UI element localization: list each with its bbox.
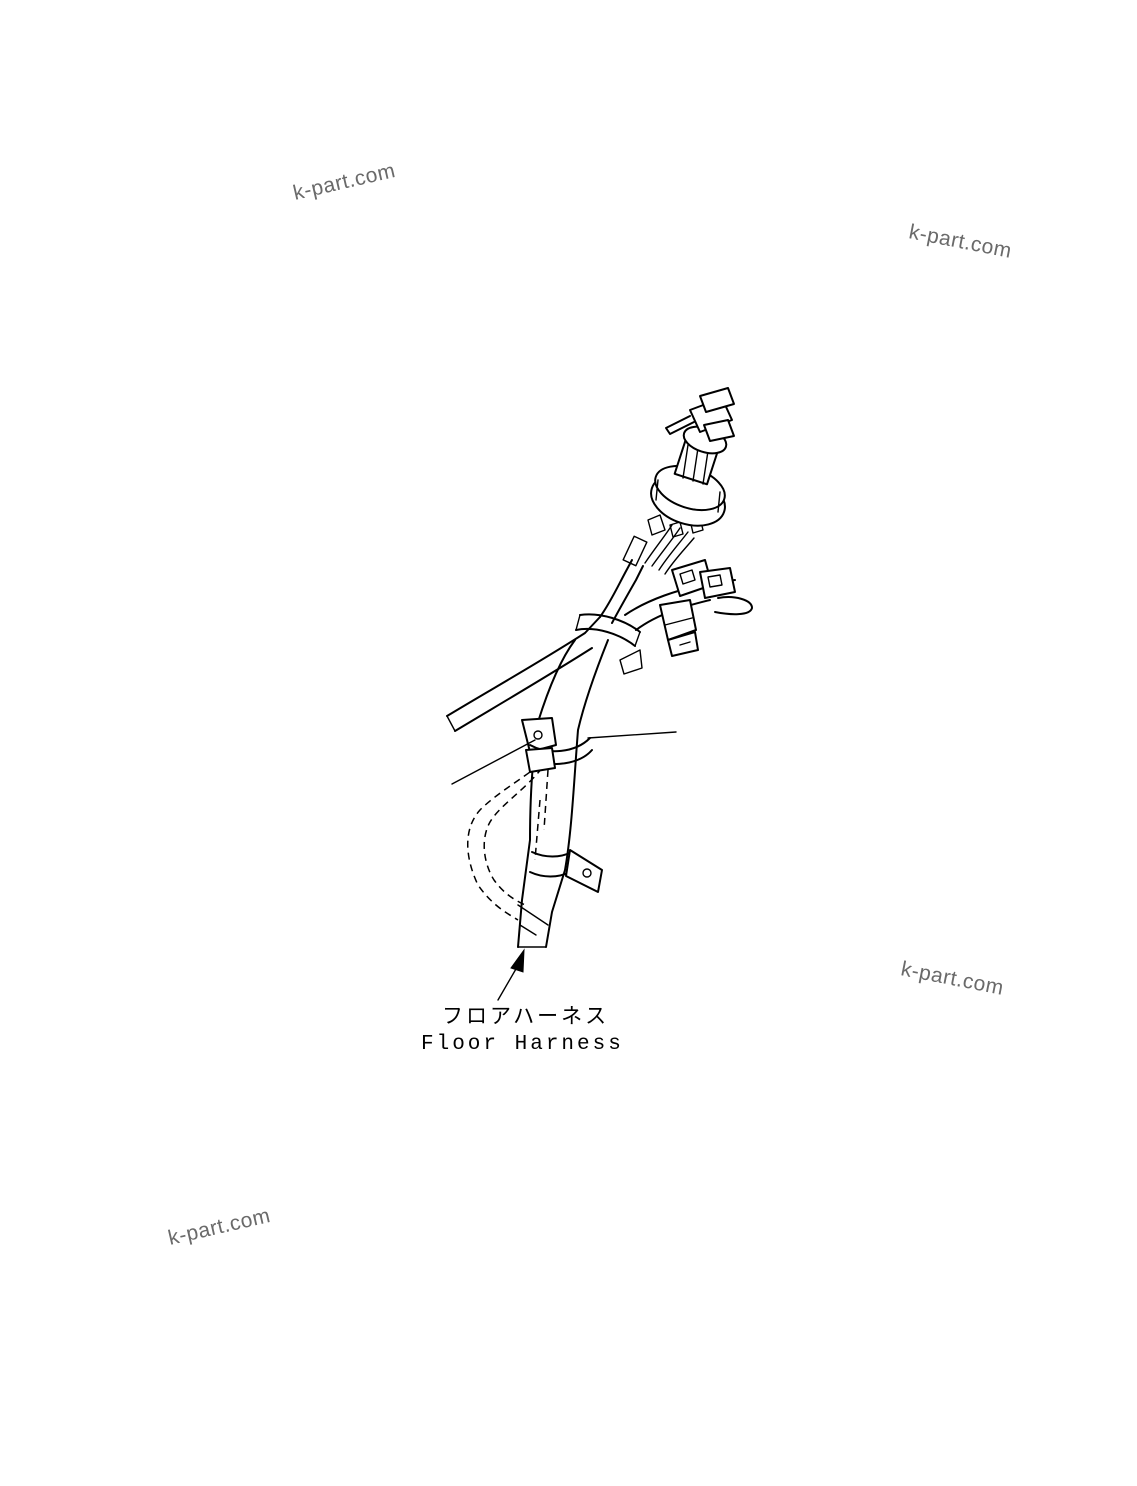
leader-line-right bbox=[587, 731, 677, 739]
floor-harness-illustration bbox=[446, 387, 753, 948]
floor-harness-arrow bbox=[497, 948, 525, 1001]
leader-line-left bbox=[451, 739, 536, 785]
callout-label-english: Floor Harness bbox=[421, 1033, 624, 1056]
watermark-mid-right: k-part.com bbox=[899, 957, 1006, 999]
watermark-top-left: k-part.com bbox=[291, 159, 398, 205]
callout-label-japanese: フロアハーネス bbox=[442, 1006, 609, 1030]
watermark-bottom-left: k-part.com bbox=[166, 1204, 273, 1250]
watermark-top-right: k-part.com bbox=[907, 220, 1014, 262]
